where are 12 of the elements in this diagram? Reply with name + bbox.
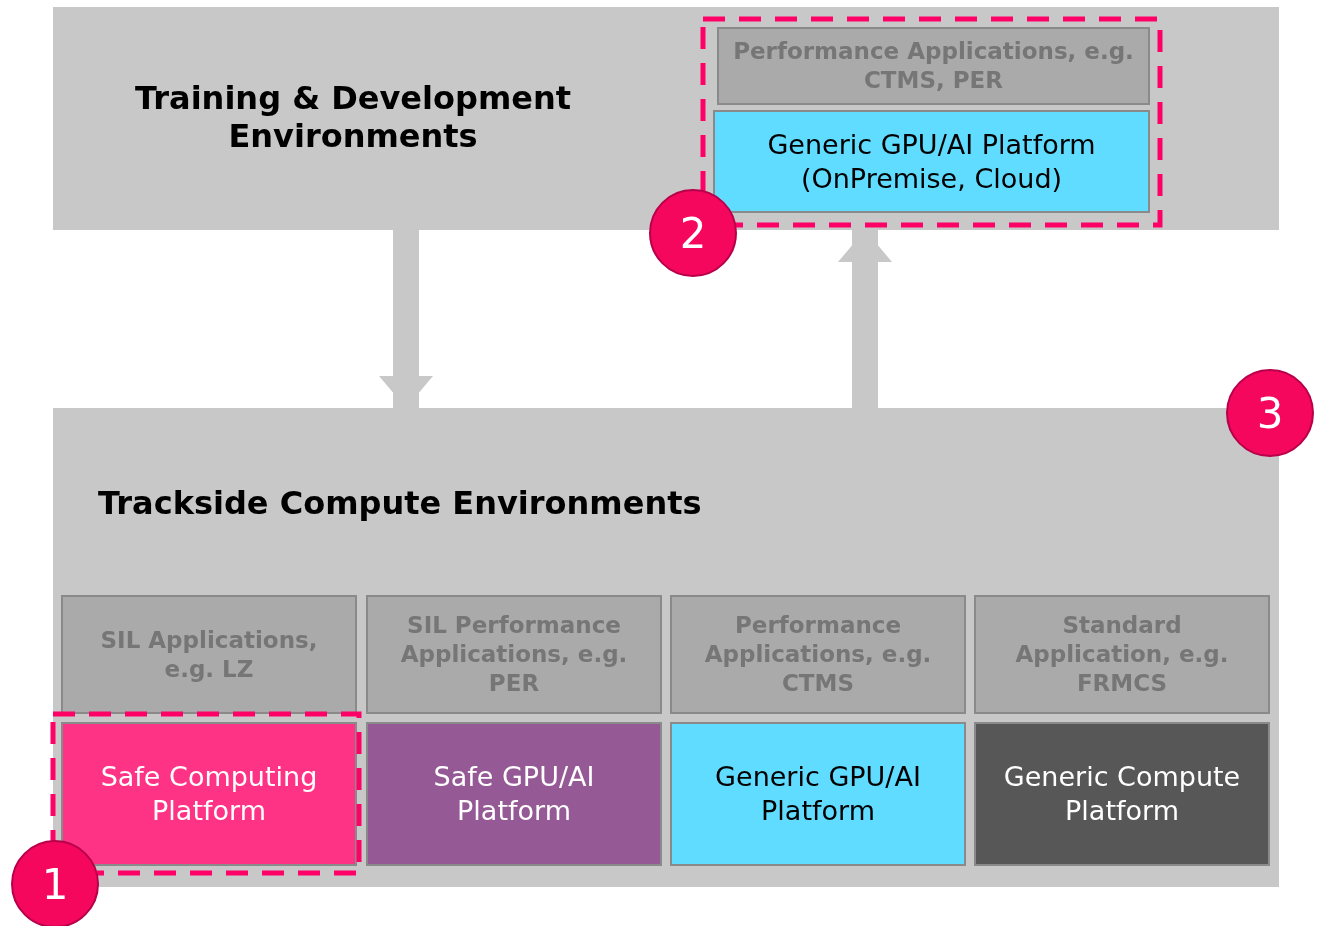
number-badge: 3 [1226, 369, 1314, 457]
arrow [838, 230, 892, 408]
arrow [379, 230, 433, 408]
platform-box: Safe GPU/AI Platform [366, 722, 662, 866]
platform-box: Generic GPU/AI Platform [670, 722, 966, 866]
platform-box: Safe Computing Platform [61, 722, 357, 866]
platform-box: Generic GPU/AI Platform (OnPremise, Cloud) [713, 110, 1150, 213]
platform-box: Generic Compute Platform [974, 722, 1270, 866]
panel-title: Trackside Compute Environments [98, 483, 703, 524]
panel-title: Training & Development Environments [133, 78, 573, 157]
number-badge: 2 [649, 189, 737, 277]
number-badge: 1 [11, 840, 99, 926]
